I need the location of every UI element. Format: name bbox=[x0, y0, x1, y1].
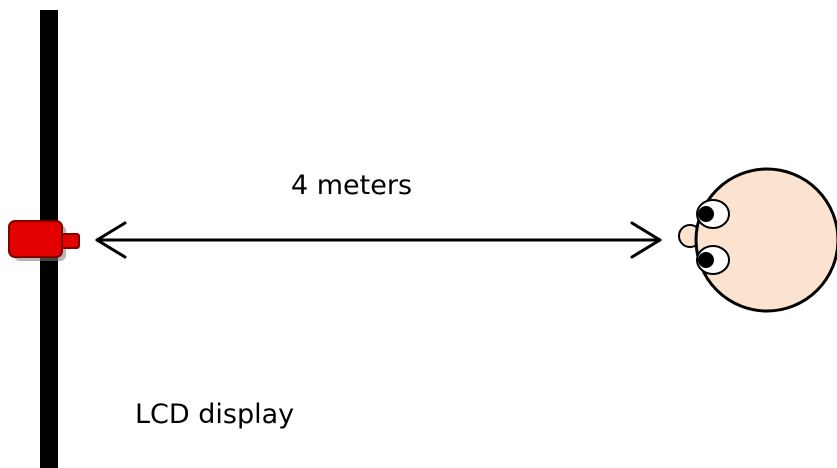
pupil-bottom bbox=[698, 252, 714, 268]
pupil-top bbox=[698, 206, 714, 222]
head bbox=[694, 167, 837, 313]
distance-arrow bbox=[95, 221, 662, 259]
viewer-head-icon bbox=[678, 167, 837, 313]
arrowhead-right bbox=[630, 221, 662, 259]
distance-label: 4 meters bbox=[291, 170, 413, 201]
camera-icon bbox=[8, 220, 80, 261]
lcd-display-label: LCD display bbox=[135, 399, 295, 430]
arrowhead-left bbox=[95, 221, 127, 259]
